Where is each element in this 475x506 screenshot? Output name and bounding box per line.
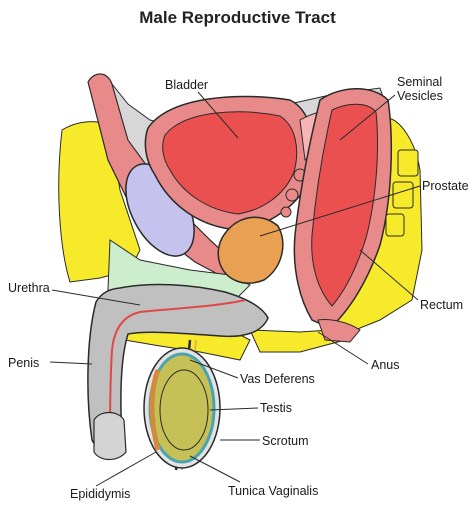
seminal-vesicle-cross-section — [286, 189, 298, 201]
label-bladder: Bladder — [165, 78, 208, 92]
label-epididymis: Epididymis — [70, 487, 130, 501]
glans — [94, 413, 126, 460]
testis-body — [160, 370, 208, 450]
label-urethra: Urethra — [8, 281, 50, 295]
sacral-vertebra — [386, 214, 404, 236]
label-scrotum: Scrotum — [262, 434, 309, 448]
label-prostate: Prostate — [422, 179, 469, 193]
label-rectum: Rectum — [420, 298, 463, 312]
sacral-vertebra — [398, 150, 418, 176]
seminal-vesicle-cross-section — [281, 207, 291, 217]
label-vas-deferens: Vas Deferens — [240, 372, 315, 386]
label-testis: Testis — [260, 401, 292, 415]
label-anus: Anus — [371, 358, 400, 372]
sacral-vertebra — [393, 182, 413, 208]
label-seminal-vesicles: Seminal Vesicles — [397, 75, 467, 103]
label-tunica-vaginalis: Tunica Vaginalis — [228, 484, 318, 498]
label-penis: Penis — [8, 356, 39, 370]
